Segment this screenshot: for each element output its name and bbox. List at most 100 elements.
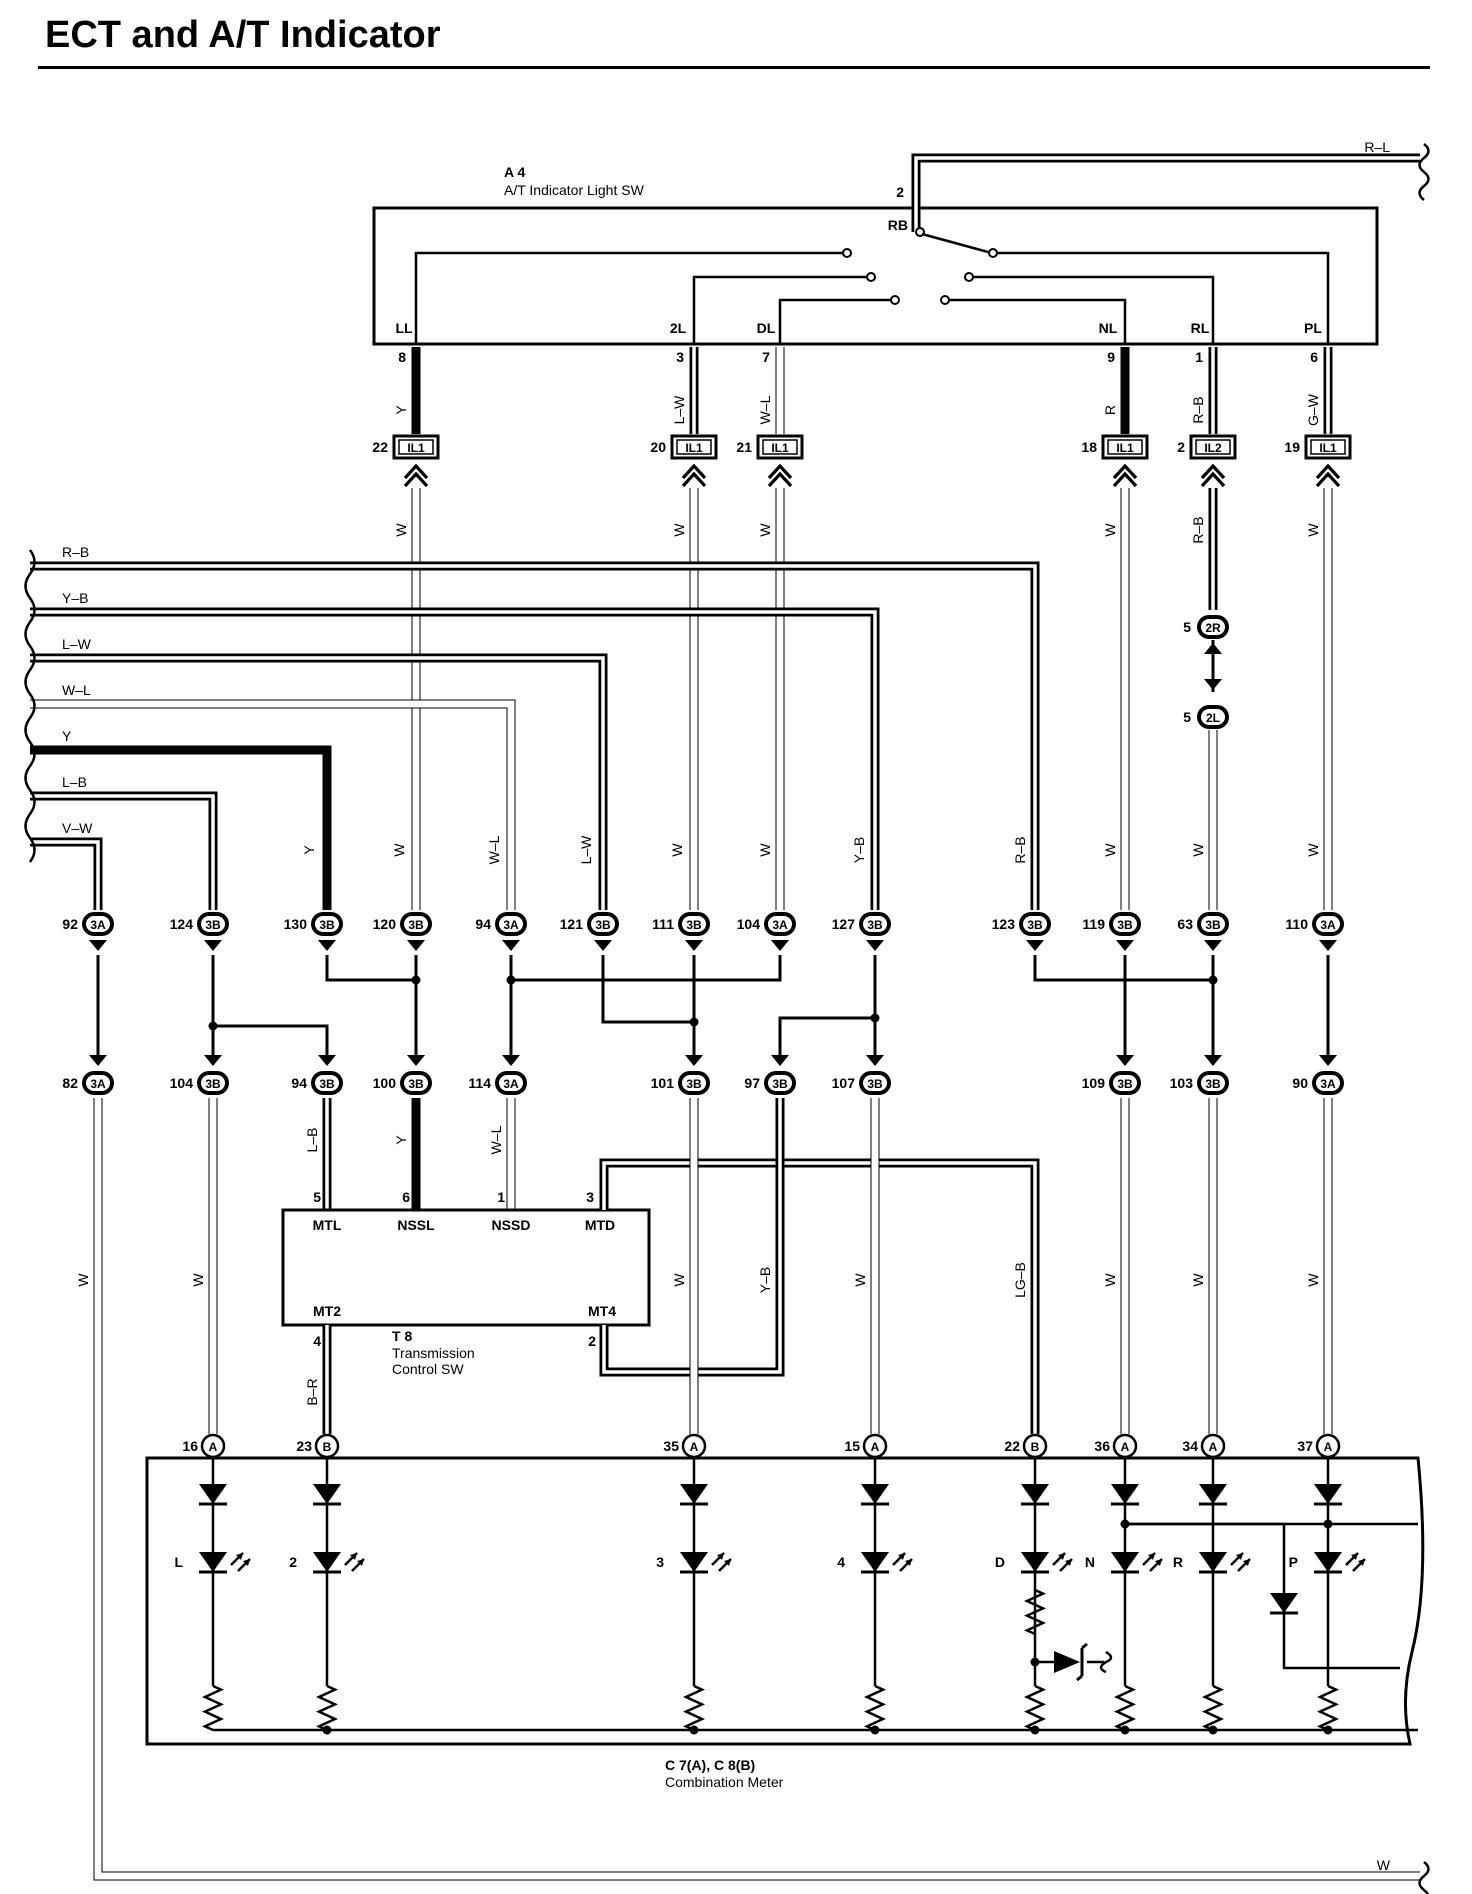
switch-internal-rail	[993, 251, 1330, 344]
row1-connector-number: 121	[560, 916, 584, 932]
led-label: 2	[289, 1554, 297, 1570]
top-wire-label: R–L	[1364, 139, 1390, 155]
il-connector-face	[762, 439, 798, 455]
ground-wire-inner	[94, 1098, 1420, 1880]
chevron-up-icon	[1112, 471, 1138, 488]
vertical-wire-label: W	[669, 843, 685, 857]
bus-wire-vw	[30, 837, 103, 910]
row2-connector-code: 3A	[503, 1077, 519, 1091]
tcs-pin-number: 1	[497, 1189, 505, 1205]
terminal-pin-number: 1	[1195, 349, 1203, 365]
resistor-symbol	[1113, 1684, 1137, 1732]
switch-terminal-label: DL	[757, 320, 776, 336]
led-symbol	[861, 1552, 889, 1572]
switch-internal-rail	[692, 275, 871, 344]
row2-connector-code: 3A	[1320, 1077, 1336, 1091]
resistor-symbol	[315, 1684, 339, 1732]
connector-arrow-down-icon	[685, 1055, 703, 1066]
mid-wire-label: W	[1190, 1273, 1206, 1287]
tcs-pin-number: 5	[313, 1189, 321, 1205]
switch-common-label: RB	[888, 217, 908, 233]
junction-dot	[208, 1021, 218, 1031]
bus-wire-lb-inner	[30, 794, 215, 910]
diode-symbol	[199, 1484, 227, 1504]
row2-connector-number: 109	[1082, 1075, 1106, 1091]
led-ray-head-icon	[717, 1553, 731, 1566]
row2-connector-number: 100	[373, 1075, 397, 1091]
terminal-pin-number: 8	[398, 349, 406, 365]
meter-junction-dot	[870, 1725, 880, 1735]
meter-pin-number: 16	[182, 1438, 198, 1454]
col-wire-label: W	[757, 523, 773, 537]
connector-pill-face	[499, 916, 523, 932]
bus-wire-y-stroke	[30, 745, 332, 910]
row2-connector-number: 90	[1292, 1075, 1308, 1091]
tcs-name: Transmission	[392, 1345, 475, 1361]
led-symbol	[680, 1552, 708, 1572]
junction-dot	[411, 975, 421, 985]
meter-id: C 7(A), C 8(B)	[665, 1757, 755, 1773]
il-connector-face	[1195, 439, 1231, 455]
connector-arrow-down-icon	[1116, 940, 1134, 951]
tcs-terminal-label: NSSL	[397, 1217, 435, 1233]
diode-symbol	[680, 1484, 708, 1504]
resistor-symbol	[1201, 1684, 1225, 1732]
tcs-pin-number: 4	[313, 1333, 321, 1349]
meter-junction-dot	[1030, 1725, 1040, 1735]
row1-connector-code: 3B	[1205, 918, 1221, 932]
bus-wire-rb-inner	[30, 564, 1037, 910]
rr-connector-number: 5	[1183, 619, 1191, 635]
chevron-up-icon	[681, 463, 707, 480]
bus-wire-lw	[30, 653, 608, 910]
led-label: P	[1289, 1554, 1298, 1570]
bus-wire-label: L–W	[62, 636, 92, 652]
row2-connector-code: 3B	[867, 1077, 883, 1091]
zener-diode-bar	[1076, 1642, 1088, 1682]
connector-arrow-down-icon	[89, 940, 107, 951]
tcs-id: T 8	[392, 1328, 412, 1344]
row1-connector-code: 3A	[503, 918, 519, 932]
il-connector-name: IL1	[1319, 441, 1337, 455]
transmission-control-switch-box	[281, 1208, 651, 1327]
vertical-wire-label: W	[391, 843, 407, 857]
vertical-wire-label: W	[1102, 843, 1118, 857]
combination-meter-box	[145, 1456, 1425, 1746]
row1-connector-number: 123	[992, 916, 1016, 932]
tcs-name: Control SW	[392, 1361, 464, 1377]
chevron-up-icon	[1200, 463, 1226, 480]
meter-pin-number: 36	[1094, 1438, 1110, 1454]
led-ray-head-icon	[236, 1553, 250, 1566]
diode-symbol	[1199, 1484, 1227, 1504]
connector-arrow-down-icon	[318, 1055, 336, 1066]
connector-arrow-down-icon	[204, 940, 222, 951]
connector-pill-face	[201, 916, 225, 932]
chevron-up-icon	[1315, 463, 1341, 480]
row2-connector-number: 114	[468, 1075, 491, 1091]
tcs-terminal-label: NSSD	[492, 1217, 531, 1233]
row2-connector-number: 94	[291, 1075, 307, 1091]
meter-pin-number: 15	[844, 1438, 860, 1454]
il-connector-name: IL1	[685, 441, 703, 455]
switch-terminal-label: NL	[1099, 320, 1118, 336]
connector-pill-face	[404, 916, 428, 932]
row2-connector-code: 3B	[686, 1077, 702, 1091]
meter-pin-code: B	[1031, 1440, 1040, 1454]
switch-blade	[921, 232, 989, 254]
led-ray-head-icon	[1351, 1553, 1365, 1566]
col-wire-label: W	[393, 523, 409, 537]
chevron-up-icon	[767, 471, 793, 488]
junction-121-111-stroke	[601, 955, 694, 1024]
il-connector-name: IL1	[1116, 441, 1134, 455]
row2-connector-number: 107	[832, 1075, 856, 1091]
bus-wire-lw-inner	[30, 656, 605, 910]
col-wire-label: R–B	[1190, 516, 1206, 543]
row1-connector-code: 3B	[408, 918, 424, 932]
il-connector-number: 2	[1177, 439, 1185, 455]
tcs-terminal-label: MTD	[585, 1217, 615, 1233]
led-label: N	[1085, 1554, 1095, 1570]
switch-terminal-label: PL	[1304, 320, 1322, 336]
tcs-terminal-label: MT2	[313, 1303, 341, 1319]
row1-connector-code: 3A	[1320, 918, 1336, 932]
row1-connector-code: 3B	[686, 918, 702, 932]
